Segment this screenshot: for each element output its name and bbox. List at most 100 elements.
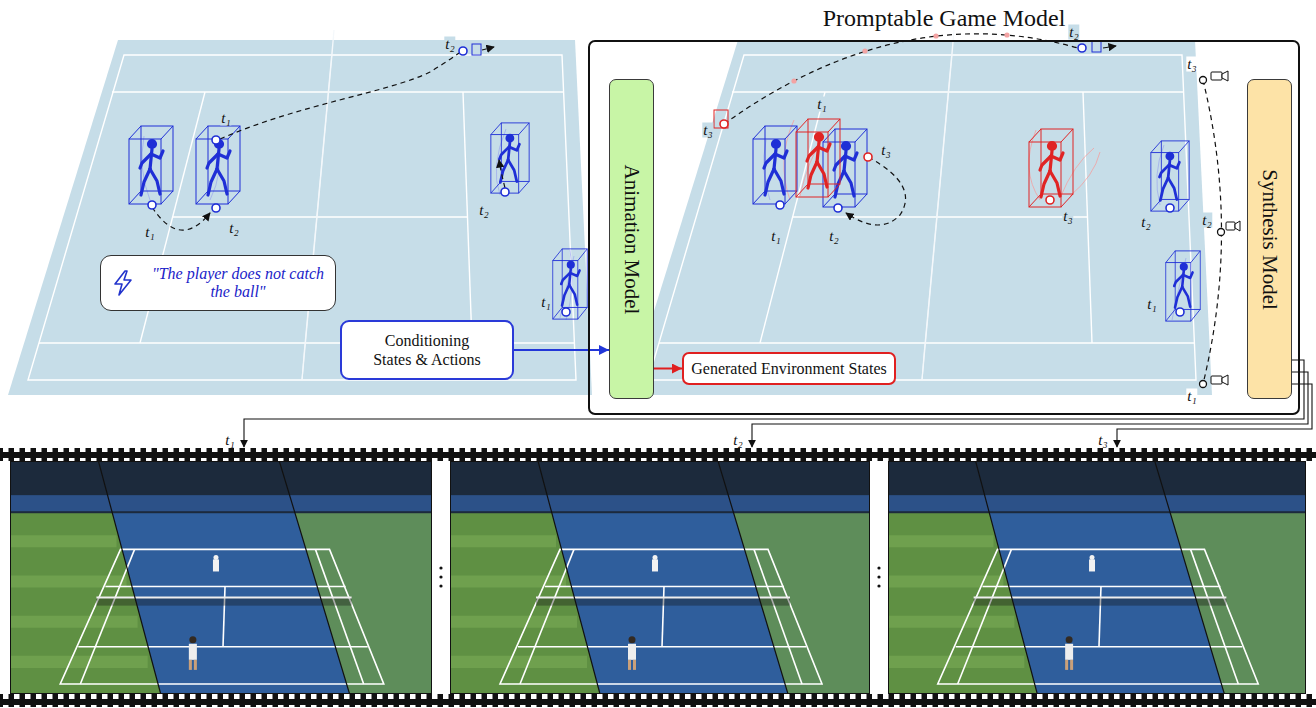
ball-trajectory (152, 207, 210, 230)
camera-path (1200, 381, 1207, 388)
ball-trajectory (1103, 46, 1116, 48)
time-label: t₂ (828, 229, 839, 244)
generated-players (764, 141, 787, 196)
camera-path (1200, 71, 1241, 388)
filmstrip (877, 566, 880, 569)
camera-path (1211, 376, 1222, 384)
generated-players (1151, 141, 1189, 211)
camera-path (1222, 375, 1228, 385)
conditioning-players (472, 44, 481, 55)
input-box: Conditioning States & Actions (340, 320, 514, 380)
conditioning-players (129, 126, 173, 204)
generated-players (714, 110, 728, 128)
flow-arrow (654, 368, 682, 370)
ball-trajectory (482, 47, 494, 50)
filmstrip (888, 461, 1306, 694)
time-label: t₂ (1068, 25, 1079, 40)
ball-trajectory (724, 34, 1078, 124)
model-block: Synthesis Model (1247, 79, 1292, 399)
lightning-icon (115, 271, 131, 295)
ball-trajectory (152, 47, 505, 230)
filmstrip (0, 448, 1316, 461)
camera-path (1218, 229, 1225, 236)
camera-path (1235, 221, 1240, 231)
position-marker (501, 188, 509, 196)
box-label: Conditioning States & Actions (365, 331, 490, 369)
position-marker (864, 153, 872, 161)
generated-players (807, 134, 830, 189)
time-label: t₁ (224, 433, 235, 448)
filmstrip (877, 575, 880, 578)
ball-trajectory (846, 157, 906, 225)
generated-players (753, 126, 797, 204)
conditioning-players (561, 262, 579, 306)
time-label: t₂ (444, 37, 455, 52)
trajectory-dots (791, 78, 796, 83)
position-marker (459, 47, 467, 55)
time-label: t₂ (732, 433, 743, 448)
camera-path (1211, 71, 1240, 385)
position-marker (1176, 308, 1184, 316)
position-marker (720, 44, 1184, 316)
position-marker (212, 136, 220, 144)
filmstrip (439, 575, 442, 578)
frame-heading: Promptable Game Model (590, 3, 1298, 33)
filmstrip (10, 461, 432, 694)
lightning-icon (110, 269, 136, 297)
position-marker (720, 120, 728, 128)
time-label: t₂ (228, 221, 239, 236)
ball-trajectory (499, 160, 505, 188)
filmstrip (877, 584, 880, 587)
position-marker (212, 204, 220, 212)
filmstrip (439, 566, 442, 569)
time-label: t₃ (880, 143, 891, 158)
left-court (8, 30, 592, 395)
time-label: t₃ (1062, 209, 1073, 224)
trajectory-dots (862, 48, 867, 53)
filmstrip (439, 584, 442, 587)
generated-players (714, 110, 1073, 207)
conditioning-players (129, 44, 587, 320)
time-label: t₃ (702, 123, 713, 138)
filmstrip (450, 461, 870, 694)
flow-arrow (514, 349, 609, 351)
box-label: Generated Environment States (691, 360, 887, 378)
position-marker (562, 308, 570, 316)
time-label: t₃ (1186, 57, 1197, 72)
generated-players (1166, 251, 1200, 321)
camera-path (1211, 72, 1222, 80)
trajectory-dots (1004, 32, 1009, 37)
time-label: t₁ (1146, 297, 1157, 312)
block-label: Animation Model (619, 164, 644, 314)
filmstrip (439, 566, 880, 587)
position-marker (148, 201, 156, 209)
generated-players (784, 120, 1100, 200)
generated-players (1159, 153, 1179, 200)
time-label: t₂ (1140, 215, 1151, 230)
position-marker (776, 201, 784, 209)
camera-path (1200, 77, 1225, 388)
filmstrip (0, 694, 1316, 707)
conditioning-players (196, 126, 240, 204)
generated-players (1092, 41, 1101, 52)
model-block: Animation Model (609, 79, 654, 399)
model-frame: Promptable Game ModelAnimation ModelGene… (588, 40, 1300, 415)
conditioning-players (553, 249, 587, 319)
time-label: t₃ (1097, 433, 1108, 448)
time-label: t₁ (144, 225, 155, 240)
prompt-bubble: "The player does not catch the ball" (100, 255, 336, 311)
generated-players (1029, 129, 1073, 207)
prompt-text: "The player does not catch the ball" (147, 265, 329, 301)
time-label: t₂ (1201, 213, 1212, 228)
trajectory-dots (933, 33, 938, 38)
camera-path (1200, 77, 1207, 84)
time-label: t₁ (220, 111, 231, 126)
position-marker (1078, 44, 1086, 52)
time-label: t₁ (770, 229, 781, 244)
conditioning-players (140, 141, 163, 196)
camera-path (1222, 71, 1228, 81)
time-label: t₁ (540, 295, 551, 310)
